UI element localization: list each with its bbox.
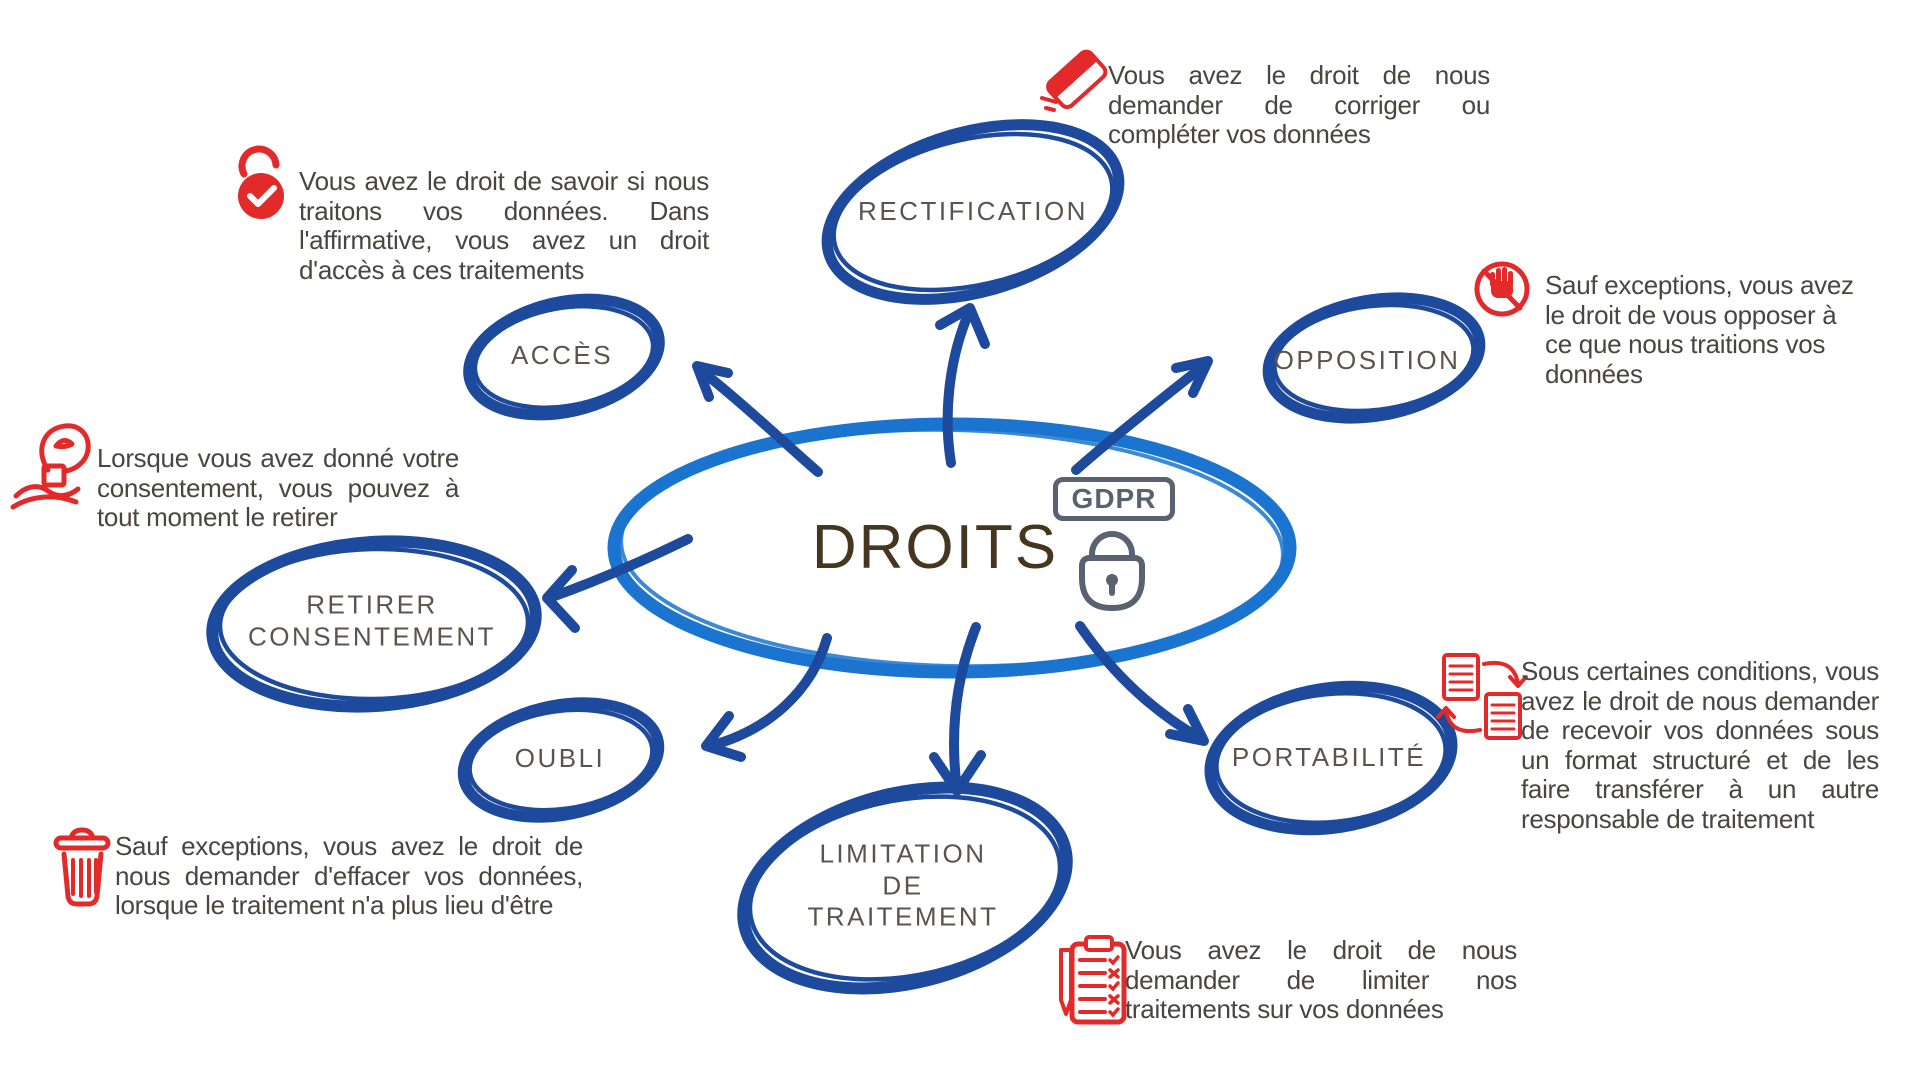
hand-give-icon xyxy=(10,423,91,510)
node-ellipse-acces xyxy=(463,293,665,421)
node-ellipse-oubli xyxy=(457,697,665,823)
arrow-to-oubli xyxy=(701,633,832,762)
node-ellipse-limitation xyxy=(737,781,1073,995)
node-description-opposition: Sauf exceptions, vous avez le droit de v… xyxy=(1545,270,1854,389)
node-ellipse-portabilite xyxy=(1204,680,1458,836)
arrow-to-rectification xyxy=(935,303,990,468)
node-label-oubli: OUBLI xyxy=(514,743,606,774)
node-label-rectification: RECTIFICATION xyxy=(858,196,1088,227)
trash-icon xyxy=(53,827,111,907)
node-description-limitation: Vous avez le droit de nous demander de l… xyxy=(1125,935,1517,1024)
unlock-check-icon xyxy=(238,145,284,219)
node-ellipse-rectification xyxy=(821,119,1125,305)
node-label-portabilite: PORTABILITÉ xyxy=(1231,742,1427,773)
node-label-limitation: LIMITATION DE TRAITEMENT xyxy=(807,838,999,932)
node-label-retirer-consentement: RETIRER CONSENTEMENT xyxy=(247,589,497,651)
arrow-to-opposition xyxy=(1071,356,1213,475)
eraser-icon xyxy=(1040,49,1108,112)
center-title: DROITS xyxy=(811,513,1059,583)
arrow-to-portabilite xyxy=(1075,621,1209,746)
node-ellipse-opposition xyxy=(1262,292,1486,424)
gdpr-padlock-icon xyxy=(1079,531,1145,612)
node-description-acces: Vous avez le droit de savoir si nous tra… xyxy=(299,166,709,285)
arrow-to-acces xyxy=(692,361,823,477)
gdpr-badge: GDPR xyxy=(1053,477,1175,521)
node-description-oubli: Sauf exceptions, vous avez le droit de n… xyxy=(115,831,583,920)
stop-hand-icon xyxy=(1474,261,1530,317)
checklist-pen-icon xyxy=(1059,935,1127,1025)
arrow-to-retirer-consentement xyxy=(542,534,693,633)
node-label-acces: ACCÈS xyxy=(510,340,614,371)
node-description-rectification: Vous avez le droit de nous demander de c… xyxy=(1108,60,1490,149)
node-ellipse-retirer-consentement xyxy=(206,535,542,713)
arrow-to-limitation xyxy=(929,622,986,796)
file-transfer-icon xyxy=(1436,653,1528,740)
node-description-retirer-consentement: Lorsque vous avez donné votre consenteme… xyxy=(97,443,459,532)
node-label-opposition: OPPOSITION xyxy=(1273,345,1461,376)
node-description-portabilite: Sous certaines conditions, vous avez le … xyxy=(1521,656,1879,834)
